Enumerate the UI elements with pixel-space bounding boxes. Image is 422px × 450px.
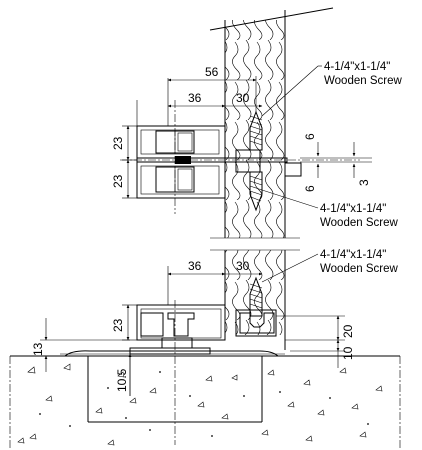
screw-bottom-size: 4-1/4"x1-1/4" (320, 249, 386, 261)
dim-6-bottom: 6 (303, 185, 317, 192)
dim-6-top: 6 (303, 133, 317, 140)
dim-10: 10 (341, 346, 355, 360)
dim-23-upper: 23 (111, 136, 125, 150)
screw-mid-type: Wooden Screw (320, 217, 398, 229)
lower-screw (249, 276, 263, 317)
screw-bottom-type: Wooden Screw (320, 263, 398, 275)
screw-top-size: 4-1/4"x1-1/4" (324, 61, 390, 73)
dim-36-bottom: 36 (188, 259, 202, 273)
middle-screw (249, 171, 263, 212)
dim-13: 13 (31, 342, 45, 356)
screw-top-type: Wooden Screw (324, 75, 402, 87)
dim-23-bottom: 23 (111, 318, 125, 332)
screw-mid-size: 4-1/4"x1-1/4" (320, 203, 386, 215)
wooden-frame (209, 7, 334, 350)
dim-30-bottom: 30 (236, 259, 250, 273)
dim-56: 56 (205, 65, 219, 79)
upper-hinge-assembly (120, 100, 360, 214)
floor-concrete (9, 350, 401, 450)
dim-30-top: 30 (236, 91, 250, 105)
upper-screw (249, 110, 263, 151)
dim-10-5: 10.5 (115, 368, 129, 392)
dimension-lines (40, 65, 372, 396)
dim-23-lower: 23 (111, 174, 125, 188)
dim-36-top: 36 (188, 91, 202, 105)
dim-3: 3 (357, 179, 371, 186)
dim-20: 20 (341, 324, 355, 338)
